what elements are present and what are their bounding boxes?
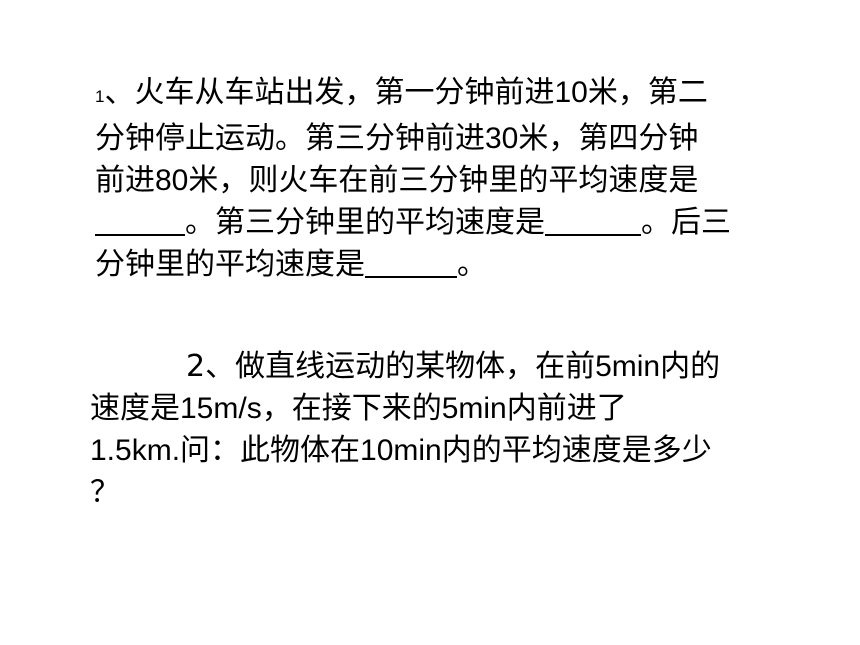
- question-2-line-4: ？: [90, 472, 800, 514]
- question-1-line-3: 前进80米，则火车在前三分钟里的平均速度是: [95, 160, 795, 202]
- question-1-line-4: 。第三分钟里的平均速度是 。后三: [95, 202, 795, 244]
- question-2-line-2: 速度是15m/s，在接下来的5min内前进了: [90, 388, 800, 430]
- question-2-value: 15m/s: [180, 392, 262, 425]
- answer-blank-1[interactable]: [95, 204, 185, 236]
- question-2-line-1: 2、做直线运动的某物体，在前5min内的: [90, 346, 800, 388]
- question-1-value: 80: [155, 164, 189, 197]
- question-2-text: 速度是: [90, 391, 180, 426]
- question-1-text: 米，则火车在前三分钟里的平均速度是: [188, 163, 699, 198]
- question-2-text: ？: [90, 475, 120, 510]
- question-2-text: 内的平均速度是多少: [441, 433, 712, 468]
- question-2-text: 内前进了: [506, 391, 627, 426]
- question-1-text: 米，第二: [587, 75, 708, 110]
- question-1-text: 米，第四分钟: [518, 121, 699, 156]
- question-2: 2、做直线运动的某物体，在前5min内的 速度是15m/s，在接下来的5min内…: [90, 346, 800, 514]
- question-2-value: 10min: [360, 434, 442, 467]
- question-1-line-1: 1、火车从车站出发，第一分钟前进10米，第二: [95, 72, 795, 118]
- question-2-value: 5min: [595, 350, 661, 383]
- question-1-text: 。: [457, 247, 487, 282]
- question-2-value: 5min: [441, 392, 507, 425]
- answer-blank-2[interactable]: [545, 204, 641, 236]
- question-2-line-3: 1.5km.问：此物体在10min内的平均速度是多少: [90, 430, 800, 472]
- question-1-text: 分钟停止运动。第三分钟前进: [95, 121, 485, 156]
- question-1-number: 1: [95, 87, 105, 106]
- answer-blank-3[interactable]: [365, 246, 457, 278]
- question-1-text: 分钟里的平均速度是: [95, 247, 365, 282]
- question-2-text: 问：此物体在: [180, 433, 361, 468]
- question-2-text: ，在接下来的: [261, 391, 442, 426]
- question-2-text: 内的: [660, 349, 721, 384]
- question-1: 1、火车从车站出发，第一分钟前进10米，第二 分钟停止运动。第三分钟前进30米，…: [95, 72, 795, 286]
- question-1-value: 10: [554, 76, 588, 109]
- question-2-text: 2、做直线运动的某物体，在前: [186, 349, 596, 384]
- question-1-line-2: 分钟停止运动。第三分钟前进30米，第四分钟: [95, 118, 795, 160]
- question-1-text: 。后三: [641, 205, 731, 240]
- question-1-value: 30: [485, 122, 519, 155]
- question-1-text: 、火车从车站出发，第一分钟前进: [104, 75, 555, 110]
- question-1-text: 前进: [95, 163, 155, 198]
- question-1-line-5: 分钟里的平均速度是 。: [95, 244, 795, 286]
- question-2-value: 1.5km.: [90, 434, 181, 467]
- question-1-text: 。第三分钟里的平均速度是: [185, 205, 545, 240]
